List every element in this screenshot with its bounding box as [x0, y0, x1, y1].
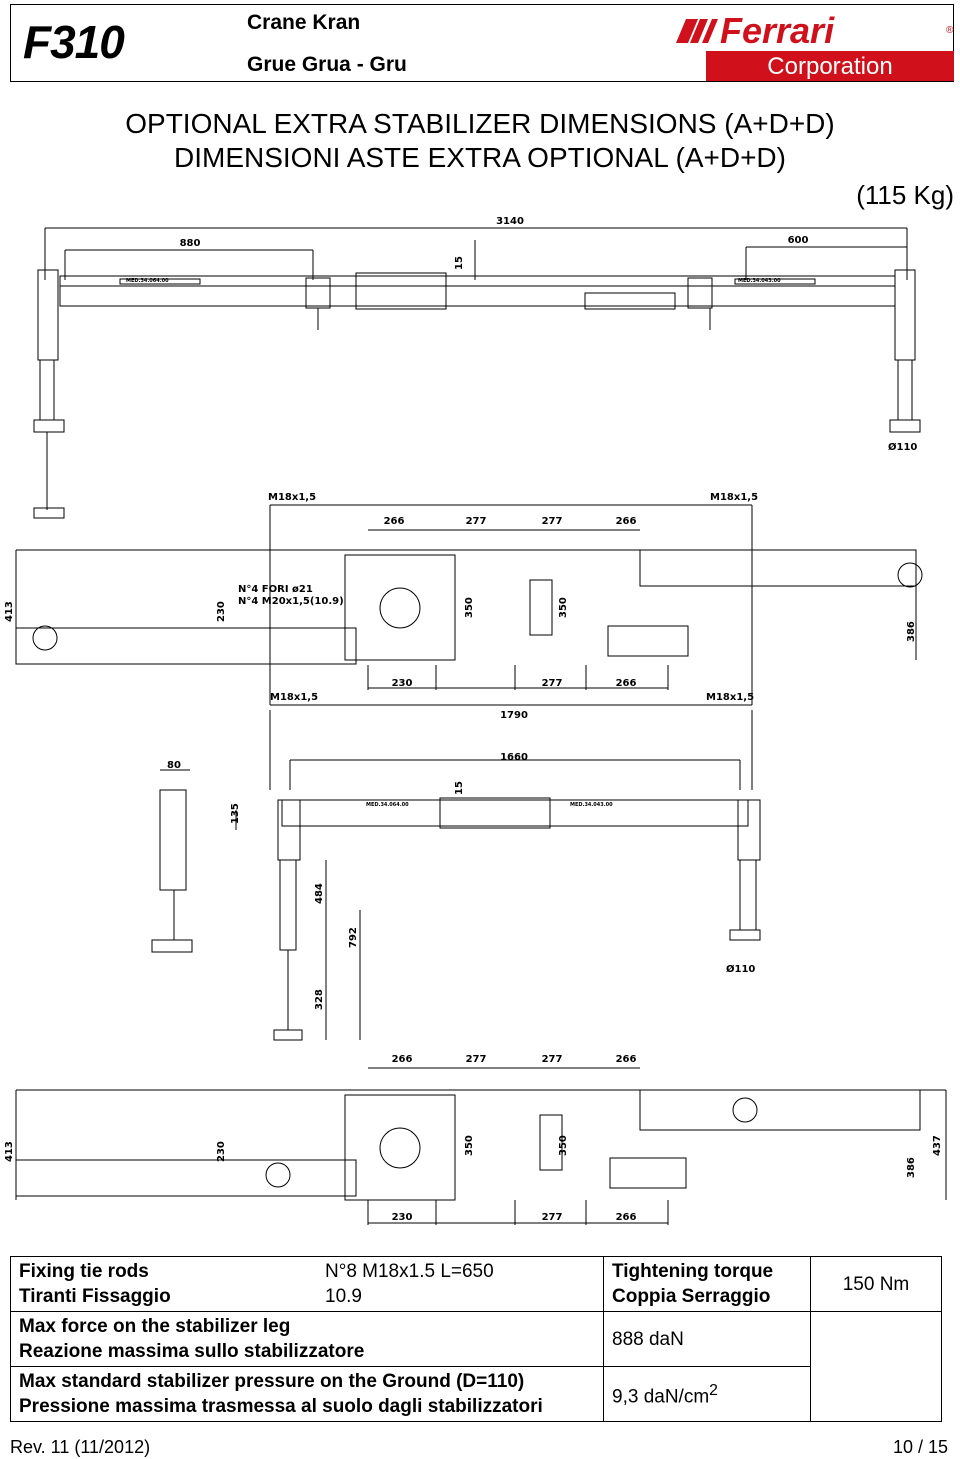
dim-328: 328 — [314, 989, 325, 1010]
torque-label-it: Coppia Serraggio — [612, 1286, 771, 1307]
dim-277-b: 277 — [542, 516, 563, 527]
thread-tl: M18x1,5 — [268, 492, 316, 503]
dim-277-e: 277 — [542, 1054, 563, 1065]
thread-tr: M18x1,5 — [710, 492, 758, 503]
tie-rods-label-en: Fixing tie rods — [19, 1261, 149, 1282]
empty-cell-b — [810, 1366, 942, 1422]
dim-266-f: 266 — [616, 1212, 637, 1223]
weight-label: (115 Kg) — [856, 180, 954, 210]
torque-label: Tightening torque Coppia Serraggio — [603, 1256, 811, 1312]
dim-277-a: 277 — [466, 516, 487, 527]
max-pressure-unit-sup: 2 — [709, 1382, 718, 1400]
max-force-label: Max force on the stabilizer leg Reazione… — [10, 1311, 604, 1367]
thread-bl: M18x1,5 — [270, 692, 318, 703]
max-pressure-label-en: Max standard stabilizer pressure on the … — [19, 1371, 525, 1392]
dim-386-b: 386 — [906, 1157, 917, 1178]
dim-266-d: 266 — [392, 1054, 413, 1065]
dim-350-c: 350 — [464, 1135, 475, 1156]
dim-266-e: 266 — [616, 1054, 637, 1065]
spec-row-max-force: Max force on the stabilizer leg Reazione… — [10, 1311, 942, 1367]
max-pressure-value: 9,3 daN/cm2 — [603, 1366, 811, 1422]
spec-row-max-pressure: Max standard stabilizer pressure on the … — [10, 1366, 942, 1422]
dim-15-top: 15 — [454, 256, 465, 270]
dim-80: 80 — [167, 760, 181, 771]
dim-413-b: 413 — [4, 1141, 15, 1162]
note-right-top: MED.34.043.00 — [738, 278, 781, 284]
dim-230-b: 230 — [392, 1212, 413, 1223]
title-english: OPTIONAL EXTRA STABILIZER DIMENSIONS (A+… — [125, 108, 835, 139]
note-holes: N°4 FORI ø21 — [238, 584, 313, 595]
max-force-label-it: Reazione massima sullo stabilizzatore — [19, 1341, 365, 1362]
dim-484: 484 — [314, 883, 325, 904]
dim-foot-top: Ø110 — [888, 441, 917, 453]
dim-880: 880 — [180, 238, 201, 249]
dim-350-b: 350 — [558, 597, 569, 618]
dim-437: 437 — [932, 1135, 943, 1156]
revision-label: Rev. 11 (11/2012) — [10, 1437, 151, 1457]
technical-drawing: 3140 880 600 15 Ø110 MED.34.064.00 MED.3… — [4, 216, 947, 1225]
dim-277-d: 277 — [466, 1054, 487, 1065]
plan-view-1 — [15, 504, 923, 706]
dim-277-c: 277 — [542, 678, 563, 689]
product-type-line1: Crane Kran — [247, 11, 361, 34]
dim-386-a: 386 — [906, 621, 917, 642]
brand-name: Ferrari — [720, 13, 835, 51]
product-type: Crane Kran Grue Grua - Gru — [247, 5, 477, 85]
top-elevation-view — [33, 227, 921, 519]
dim-266-a: 266 — [384, 516, 405, 527]
dim-230-side-b: 230 — [216, 1141, 227, 1162]
max-force-label-en: Max force on the stabilizer leg — [19, 1316, 291, 1337]
empty-cell-a — [810, 1311, 942, 1367]
dim-266-c: 266 — [616, 678, 637, 689]
dim-277-f: 277 — [542, 1212, 563, 1223]
tie-rods-value-b: 10.9 — [325, 1286, 362, 1307]
max-force-value: 888 daN — [603, 1311, 811, 1367]
plan-view-2 — [15, 1067, 947, 1225]
brand-subtitle: Corporation — [767, 53, 892, 80]
dim-1790: 1790 — [500, 710, 528, 721]
note-bolts: N°4 M20x1,5(10.9) — [238, 596, 344, 607]
max-pressure-label-it: Pressione massima trasmessa al suolo dag… — [19, 1396, 543, 1417]
dim-230-a: 230 — [392, 678, 413, 689]
torque-value: 150 Nm — [810, 1256, 942, 1312]
ferrari-logo: Ferrari ® Corporation — [676, 13, 954, 81]
spec-row-tie-rods: Fixing tie rods Tiranti Fissaggio N°8 M1… — [10, 1256, 942, 1312]
dim-1660: 1660 — [500, 752, 528, 763]
spec-table: Fixing tie rods Tiranti Fissaggio N°8 M1… — [10, 1256, 942, 1422]
side-view — [151, 710, 761, 1041]
dim-3140: 3140 — [496, 216, 524, 227]
dim-230-side-a: 230 — [216, 601, 227, 622]
dim-266-b: 266 — [616, 516, 637, 527]
tie-rods-label: Fixing tie rods Tiranti Fissaggio — [10, 1256, 317, 1312]
thread-br: M18x1,5 — [706, 692, 754, 703]
tie-rods-value-a: N°8 M18x1.5 L=650 — [325, 1261, 494, 1282]
title-italian: DIMENSIONI ASTE EXTRA OPTIONAL (A+D+D) — [174, 142, 786, 173]
dim-413-a: 413 — [4, 601, 15, 622]
dim-600: 600 — [788, 235, 809, 246]
note-right-side: MED.34.043.00 — [570, 802, 613, 808]
dim-350-d: 350 — [558, 1135, 569, 1156]
dim-792: 792 — [348, 927, 359, 948]
max-pressure-label: Max standard stabilizer pressure on the … — [10, 1366, 604, 1422]
torque-label-en: Tightening torque — [612, 1261, 774, 1282]
page-number: 10 / 15 — [892, 1437, 948, 1457]
note-left-side: MED.34.064.00 — [366, 802, 409, 808]
page-header: F310 Crane Kran Grue Grua - Gru Ferrari … — [10, 4, 954, 82]
max-pressure-value-text: 9,3 daN/cm — [612, 1386, 710, 1408]
dim-350-a: 350 — [464, 597, 475, 618]
tie-rods-value: N°8 M18x1.5 L=650 10.9 — [317, 1256, 604, 1312]
tie-rods-label-it: Tiranti Fissaggio — [19, 1286, 171, 1307]
registered-mark: ® — [946, 25, 954, 36]
product-type-line2: Grue Grua - Gru — [247, 53, 407, 76]
model-name: F310 — [23, 16, 125, 68]
dim-foot-side: Ø110 — [726, 963, 755, 975]
note-left-top: MED.34.064.00 — [126, 278, 169, 284]
dim-135: 135 — [230, 803, 241, 824]
dim-15-side: 15 — [454, 781, 465, 795]
